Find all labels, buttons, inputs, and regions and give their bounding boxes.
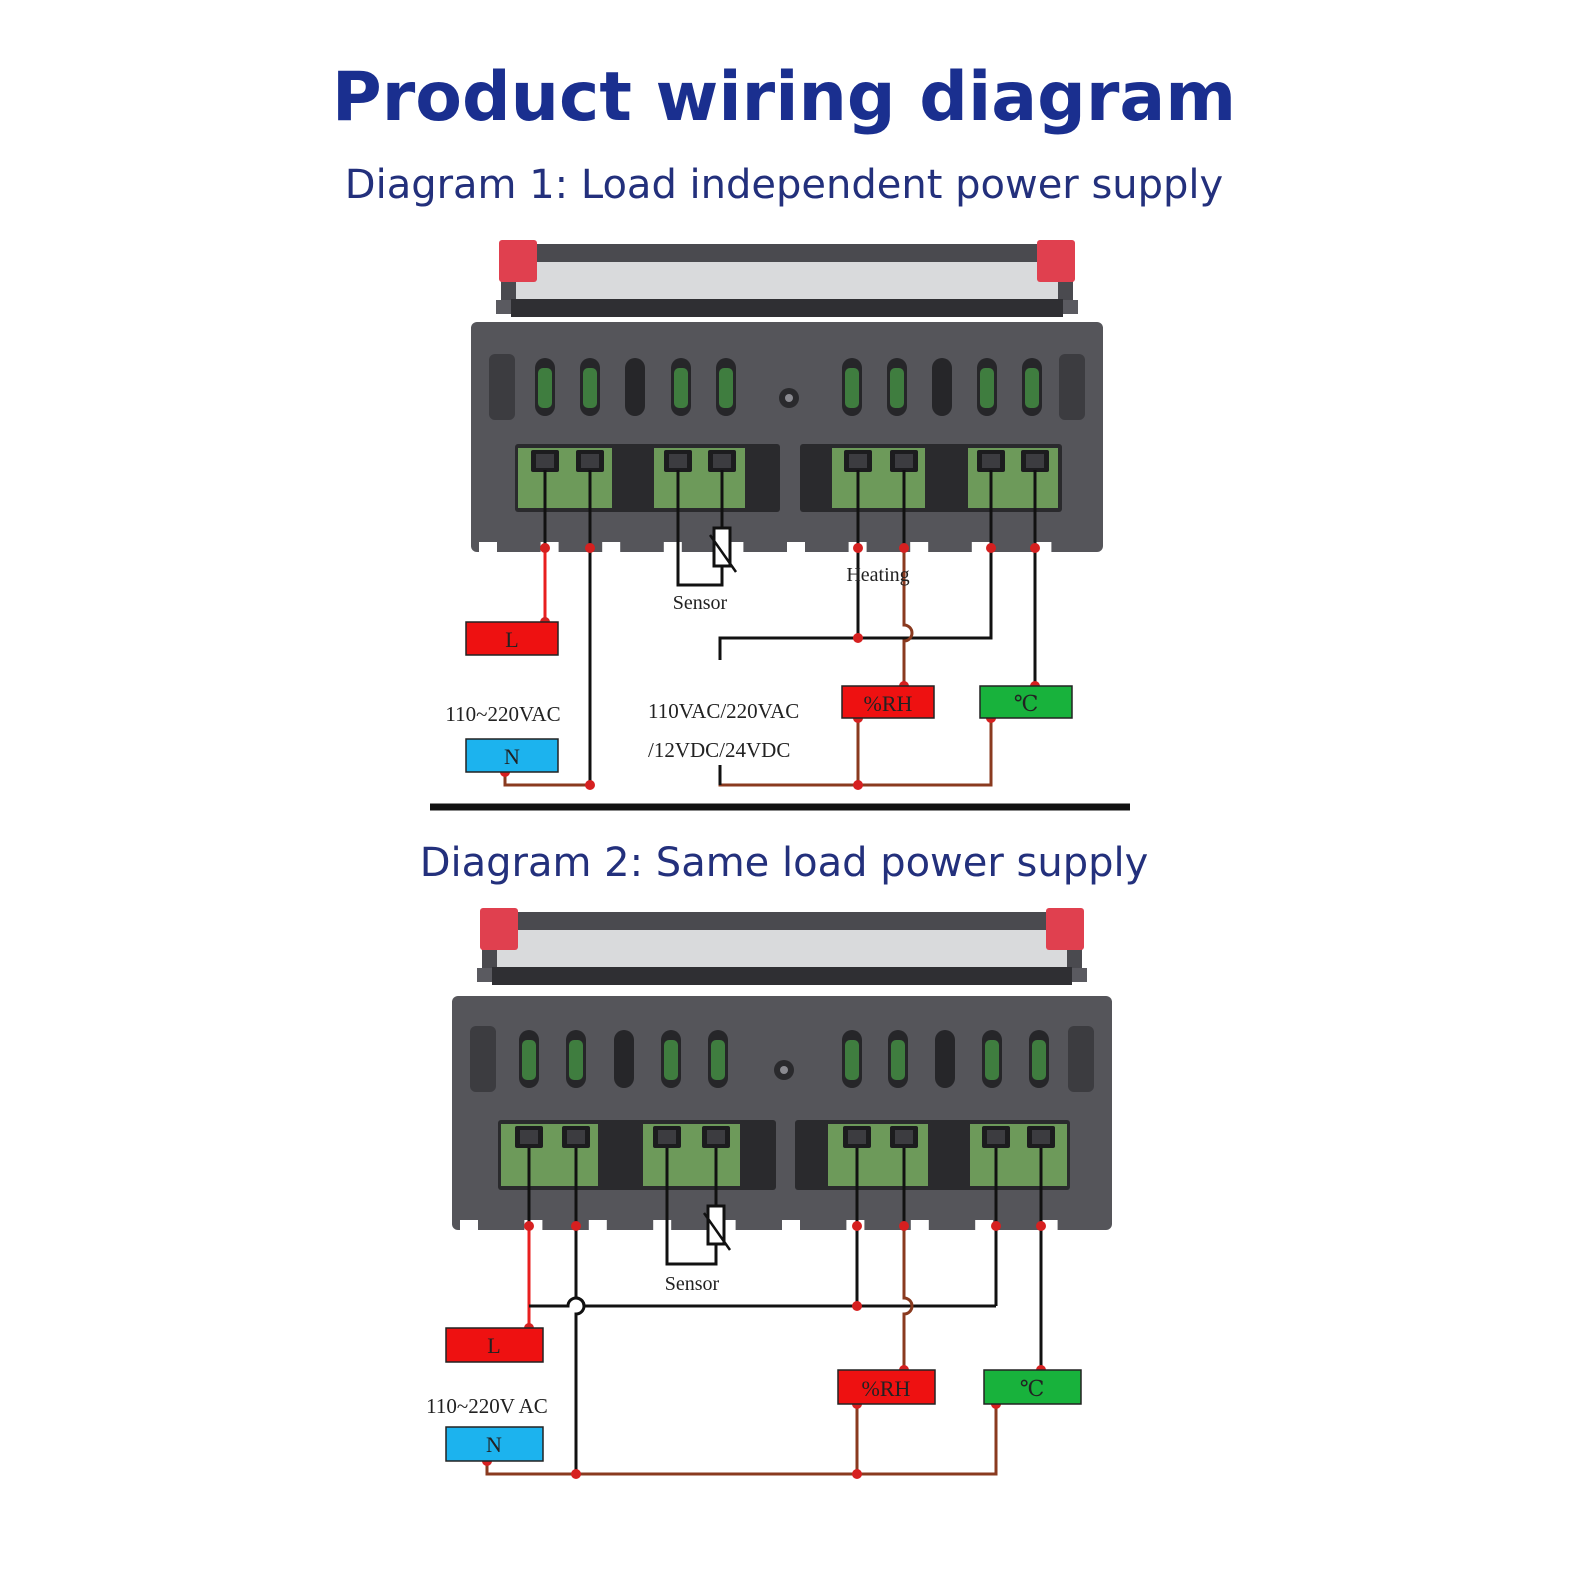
vent-slot-2 [935,1030,955,1088]
terminal-screw-inner-2 [707,1130,725,1144]
housing-notch-1 [479,542,497,556]
output-rh-box-2 [837,1369,936,1405]
vent-slot-fill-1 [719,368,733,408]
terminal-L-box-1 [465,621,559,656]
terminal-screw-inner-1 [713,454,731,468]
housing-notch-2 [975,1220,994,1234]
load-supply-label-line1: 110VAC/220VAC [648,699,799,723]
load-supply-label-line2: /12VDC/24VDC [648,738,790,762]
vent-slot-fill-2 [664,1040,678,1080]
output-c-label-1: ℃ [1014,691,1039,716]
mount-tab-right-2 [1046,908,1084,950]
diagram-1-subtitle: Diagram 1: Load independent power supply [345,162,1223,208]
vent-slot-fill-1 [980,368,994,408]
side-vent-left-1 [489,354,515,420]
terminal-N-label-1: N [504,744,520,769]
vent-slot-fill-1 [674,368,688,408]
side-vent-left-2 [470,1026,496,1092]
output-rh-label-2: %RH [862,1376,911,1401]
screw-head-2 [780,1066,788,1074]
vent-slot-fill-2 [891,1040,905,1080]
housing-notch-2 [460,1220,478,1234]
vent-slot-fill-2 [845,1040,859,1080]
sensor-label-2: Sensor [665,1273,720,1295]
housing-body-2 [452,996,1112,1230]
terminal-screw-inner-1 [849,454,867,468]
housing-notch-1 [910,542,929,556]
housing-notch-2 [782,1220,800,1234]
output-rh-label-1: %RH [864,691,913,716]
housing-notch-2 [910,1220,929,1234]
terminal-screw-inner-2 [895,1130,913,1144]
terminal-screw-inner-1 [536,454,554,468]
terminal-N-label-2: N [486,1432,502,1457]
page-title: Product wiring diagram [332,58,1236,137]
terminal-screw-inner-1 [669,454,687,468]
side-vent-right-2 [1068,1026,1094,1092]
output-c-label-2: ℃ [1020,1376,1045,1401]
diagram-2-wiring [485,1148,1043,1476]
sensor-label-1: Sensor [673,592,728,614]
terminal-screw-inner-2 [567,1130,585,1144]
terminal-screw-inner-2 [1032,1130,1050,1144]
terminal-N-box-1 [465,738,559,773]
mount-tab-left-2 [480,908,518,950]
terminal-screw-inner-2 [658,1130,676,1144]
terminal-N-box-2 [445,1426,544,1462]
housing-notch-1 [602,542,621,556]
terminal-screw-inner-1 [895,454,913,468]
housing-groove-2 [492,967,1072,985]
housing-notch-1 [971,542,990,556]
mount-tab-right-1 [1037,240,1075,282]
vent-slot-fill-2 [1032,1040,1046,1080]
housing-notch-1 [787,542,805,556]
terminal-screw-inner-1 [982,454,1000,468]
output-rh-box-1 [841,685,935,719]
controller-unit-1 [471,240,1103,556]
diagram-2-junction-dots [482,1221,1046,1479]
terminal-screw-inner-2 [987,1130,1005,1144]
housing-groove-1 [511,299,1063,317]
display-face-1 [516,262,1058,302]
vent-slot-fill-2 [522,1040,536,1080]
vent-slot-fill-1 [583,368,597,408]
output-c-box-2 [983,1369,1082,1405]
diagram-2-subtitle: Diagram 2: Same load power supply [420,840,1149,886]
terminal-screw-inner-2 [520,1130,538,1144]
housing-body-1 [471,322,1103,552]
housing-notch-2 [588,1220,607,1234]
vent-slot-fill-1 [845,368,859,408]
supply-label-2: 110~220V AC [426,1394,548,1418]
vent-slot-fill-2 [985,1040,999,1080]
supply-label-1: 110~220VAC [445,702,560,726]
terminal-L-label-2: L [487,1333,500,1358]
vent-slot-fill-1 [538,368,552,408]
mount-tab-left-1 [499,240,537,282]
terminal-screw-inner-1 [1026,454,1044,468]
vent-slot-1 [625,358,645,416]
side-vent-right-1 [1059,354,1085,420]
vent-slot-fill-2 [569,1040,583,1080]
heating-label-1: Heating [846,564,909,586]
diagram-1: L N %RH ℃ Sensor Heating 110~220VAC 110V… [445,240,1103,790]
vent-slot-2 [614,1030,634,1088]
terminal-L-box-2 [445,1327,544,1363]
terminal-L-label-1: L [505,627,518,652]
display-face-2 [497,930,1067,970]
vent-slot-fill-1 [890,368,904,408]
vent-slot-fill-2 [711,1040,725,1080]
vent-slot-fill-1 [1025,368,1039,408]
screw-head-1 [785,394,793,402]
vent-slot-1 [932,358,952,416]
terminal-screw-inner-1 [581,454,599,468]
diagram-2: L N %RH ℃ Sensor 110~220V AC [426,908,1112,1479]
controller-unit-2 [452,908,1112,1234]
output-c-box-1 [979,685,1073,719]
terminal-screw-inner-2 [848,1130,866,1144]
